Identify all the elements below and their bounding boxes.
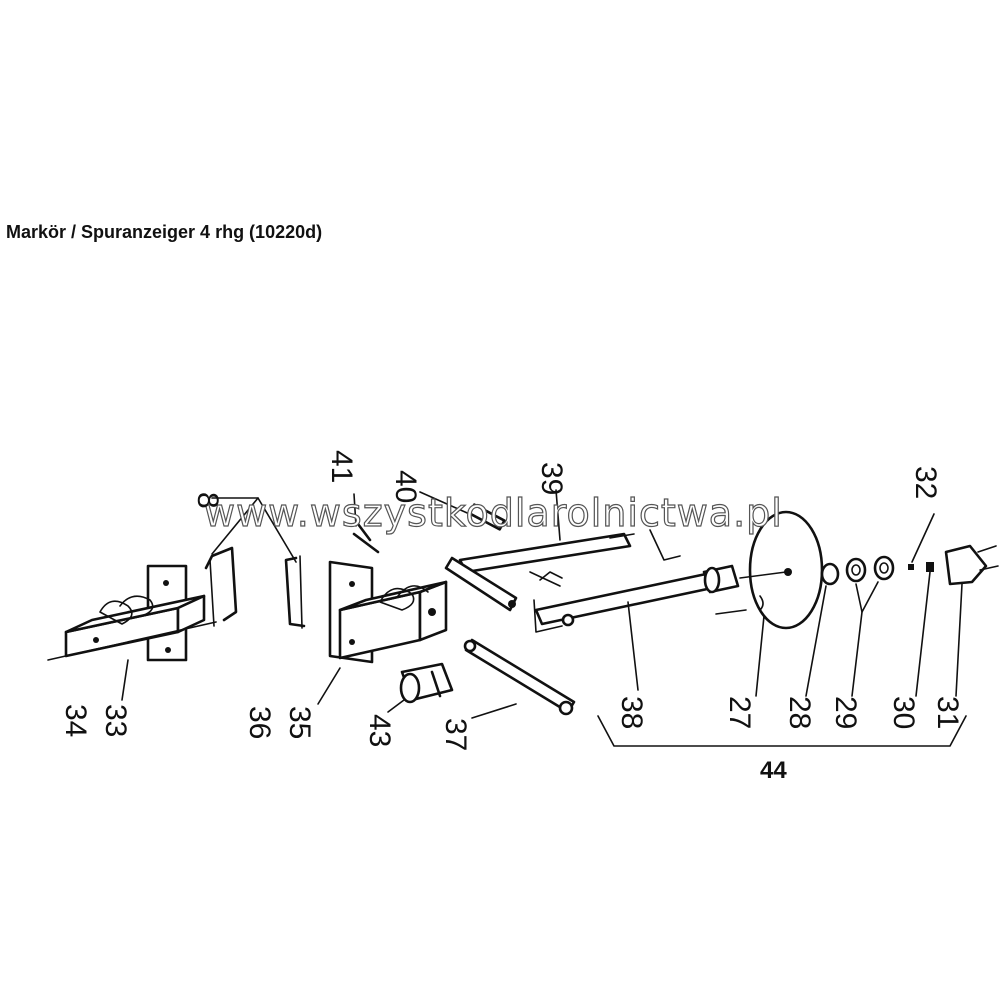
leader-lines — [121, 489, 967, 747]
part-label: 31 — [931, 696, 964, 729]
part-label: 37 — [439, 718, 472, 751]
part-label: 33 — [99, 704, 132, 737]
part-label: 36 — [243, 706, 276, 739]
part-label: 43 — [363, 714, 396, 747]
part-label: 34 — [59, 704, 92, 737]
small-hardware — [352, 503, 506, 554]
diagram-title: Markör / Spuranzeiger 4 rhg (10220d) — [6, 222, 323, 242]
group-label: 44 — [760, 757, 787, 784]
part-labels: 8 41 40 39 32 33 34 35 36 43 37 38 27 28… — [59, 450, 964, 751]
part-label: 28 — [783, 696, 816, 729]
part-label: 8 — [191, 492, 224, 509]
marker-tube-37 — [463, 638, 576, 716]
part-label: 40 — [389, 470, 422, 503]
part-label: 38 — [615, 696, 648, 729]
marker-disc — [702, 510, 824, 630]
disc-bearing-parts — [820, 544, 999, 586]
part-label: 41 — [325, 450, 358, 483]
marker-arm-39 — [444, 532, 635, 612]
marker-arm-38 — [533, 529, 714, 633]
part-label: 30 — [887, 696, 920, 729]
part-label: 27 — [723, 696, 756, 729]
watermark-text: www.wszystkodlarolnictwa.pl — [204, 491, 783, 535]
part-label: 39 — [535, 462, 568, 495]
part-label: 35 — [283, 706, 316, 739]
mounting-bracket-middle — [284, 555, 448, 664]
part-label: 29 — [829, 696, 862, 729]
mounting-bracket-left — [47, 546, 238, 662]
hydraulic-cylinder — [399, 662, 454, 704]
part-label: 32 — [909, 466, 942, 499]
